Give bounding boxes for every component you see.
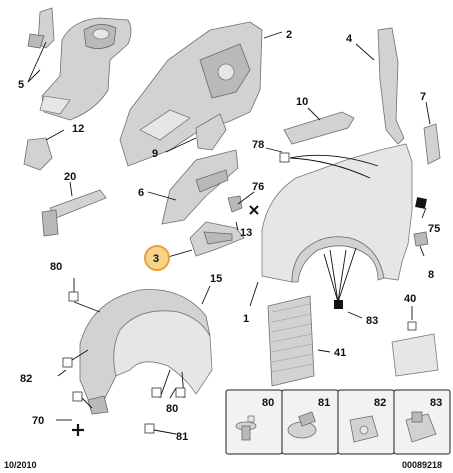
spring-clip-icon xyxy=(405,411,437,443)
legend-label-80: 80 xyxy=(262,397,274,409)
callout-40: 40 xyxy=(404,293,416,305)
callout-6: 6 xyxy=(138,187,144,199)
part-20-beam xyxy=(41,189,107,237)
callout-numbers: 1 2 3 4 5 6 7 8 9 10 12 13 15 20 40 41 7… xyxy=(18,29,440,443)
part-76-clip xyxy=(227,195,243,213)
symbol-markers xyxy=(62,152,427,436)
plate-nut-icon xyxy=(349,415,379,443)
push-rivet-icon xyxy=(235,415,257,441)
leader-lines xyxy=(27,31,431,435)
part-15-wheel-arch-liner xyxy=(79,289,213,415)
part-8-clip xyxy=(413,231,429,247)
callout-76: 76 xyxy=(252,181,264,193)
part-40-label-plate xyxy=(391,333,439,377)
callout-4: 4 xyxy=(346,33,353,45)
part-6-reinforcement xyxy=(161,149,239,225)
part-10-upper-bracket xyxy=(283,111,355,145)
legend-label-81: 81 xyxy=(318,397,330,409)
callout-15: 15 xyxy=(210,273,222,285)
callout-78: 78 xyxy=(252,139,264,151)
fastener-legend: 80 81 82 83 xyxy=(225,389,451,455)
callout-12: 12 xyxy=(72,123,84,135)
callout-20: 20 xyxy=(64,171,76,183)
callout-82: 82 xyxy=(20,373,32,385)
part-2-inner-panel xyxy=(119,21,263,167)
footer-reference: 00089218 xyxy=(402,460,442,470)
part-3-bracket xyxy=(189,221,245,257)
plus-mark-icon xyxy=(72,424,84,436)
callout-13: 13 xyxy=(240,227,252,239)
callout-80-bottom: 80 xyxy=(166,403,178,415)
callout-9: 9 xyxy=(152,148,158,160)
callout-1: 1 xyxy=(243,313,249,325)
part-1-front-wing xyxy=(261,143,413,283)
callout-7: 7 xyxy=(420,91,426,103)
screw-clip-icon xyxy=(287,411,317,439)
part-4-pillar xyxy=(377,27,405,145)
callout-3: 3 xyxy=(153,253,159,265)
legend-label-82: 82 xyxy=(374,397,386,409)
part-9-bracket xyxy=(195,113,227,151)
callout-5: 5 xyxy=(18,79,24,91)
callout-75: 75 xyxy=(428,223,440,235)
callout-8: 8 xyxy=(428,269,434,281)
callout-80-top: 80 xyxy=(50,261,62,273)
highlight-circle xyxy=(144,245,170,271)
callout-83: 83 xyxy=(366,315,378,327)
footer-date: 10/2010 xyxy=(4,460,37,470)
legend-label-83: 83 xyxy=(430,397,442,409)
callout-2: 2 xyxy=(286,29,292,41)
part-12-bracket xyxy=(23,137,53,171)
callout-41: 41 xyxy=(334,347,346,359)
part-7-clip xyxy=(423,123,441,165)
callout-10: 10 xyxy=(296,96,308,108)
x-mark-icon xyxy=(249,205,259,215)
callout-81: 81 xyxy=(176,431,188,443)
part-5-inner-wheelhouse xyxy=(27,7,132,121)
callout-70: 70 xyxy=(32,415,44,427)
part-41-pad xyxy=(267,295,315,387)
